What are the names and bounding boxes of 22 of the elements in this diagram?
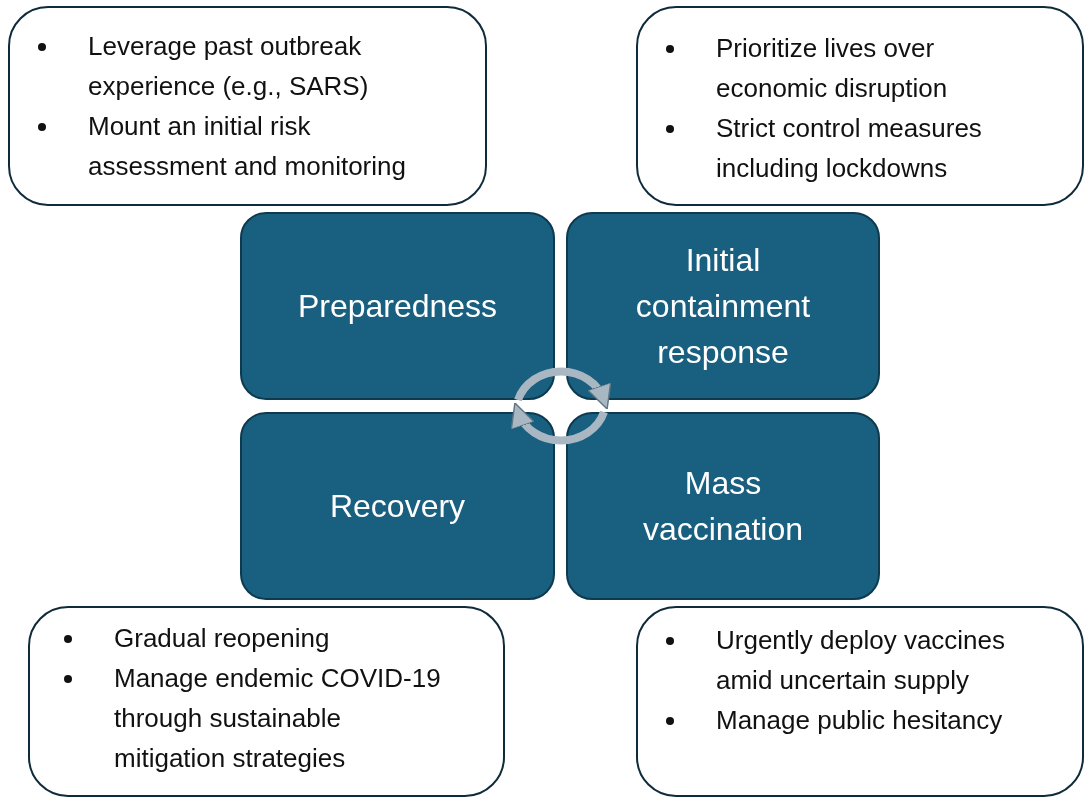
phase-box [240,412,555,600]
phase-label: Recovery [329,487,466,526]
curved-arrow [514,367,611,410]
phase-label: Mass vaccination [641,464,805,549]
phase-label: Initial containment response [634,241,812,372]
phase-label: Preparedness [297,287,498,326]
phase-box [566,412,880,600]
bullet-text: Gradual reopening [114,622,331,655]
bullet-text: Mount an initial risk assessment and monitoring [88,110,407,183]
phase-box [240,212,555,400]
bullet-text: Manage public hesitancy [716,704,1004,737]
bullet-text: Leverage past outbreak experience (e.g., SARS) [88,30,370,103]
bullet-text: Urgently deploy vaccines amid uncertain supply [716,624,1007,697]
bullet-text: Manage endemic COVID-19 through sustainable mitigation strategies [114,662,442,775]
callout-box [28,606,505,797]
callout-box [636,606,1084,797]
callout-box [8,6,487,206]
bullet-text: Prioritize lives over economic disruption [716,32,949,105]
phase-box [566,212,880,400]
callout-box [636,6,1084,206]
bullet-text: Strict control measures including lockdowns [716,112,983,185]
curved-arrow [511,402,608,445]
